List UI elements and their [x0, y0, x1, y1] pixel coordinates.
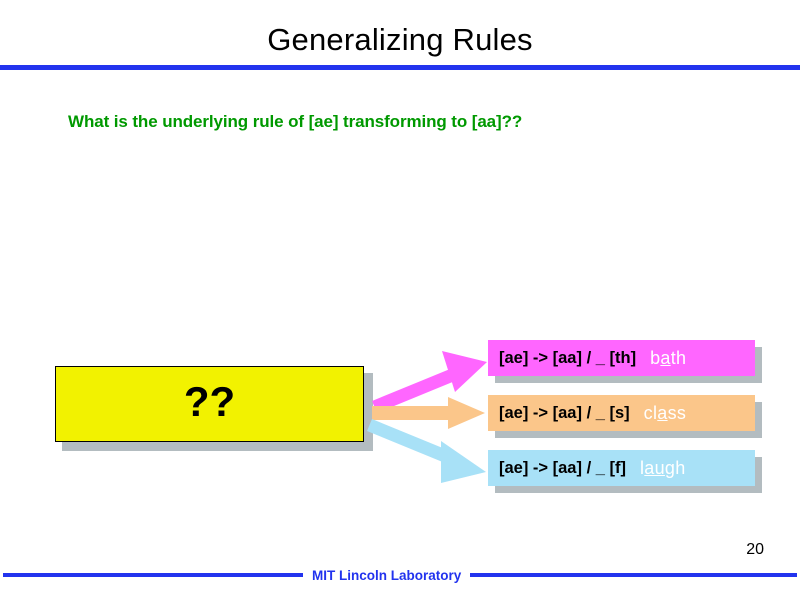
rule-box-3-example: laugh — [626, 458, 686, 479]
rule-box-2[interactable]: [ae] -> [aa] / _ [s] class — [488, 395, 762, 438]
rule-box-2-body[interactable]: [ae] -> [aa] / _ [s] class — [488, 395, 755, 431]
title-divider-line — [0, 65, 800, 70]
rule-box-3-body[interactable]: [ae] -> [aa] / _ [f] laugh — [488, 450, 755, 486]
rule-box-3-example-pre: l — [639, 457, 645, 478]
rule-box-1[interactable]: [ae] -> [aa] / _ [th] bath — [488, 340, 762, 383]
footer-line-right — [470, 573, 797, 577]
footer-label: MIT Lincoln Laboratory — [312, 567, 462, 583]
rule-box-2-example: class — [630, 403, 687, 424]
unknown-box[interactable]: ?? — [55, 366, 364, 442]
rule-box-3-example-mid: au — [644, 457, 665, 478]
arrow-to-rule-1-icon — [372, 351, 487, 413]
unknown-box-label: ?? — [183, 378, 236, 425]
rule-box-2-example-pre: cl — [643, 402, 658, 423]
rule-box-1-example-post: th — [670, 347, 687, 368]
rule-box-3[interactable]: [ae] -> [aa] / _ [f] laugh — [488, 450, 762, 493]
rule-box-1-example-pre: b — [650, 347, 661, 368]
footer: MIT Lincoln Laboratory — [0, 565, 800, 585]
question-text: What is the underlying rule of [ae] tran… — [68, 112, 523, 131]
rule-box-1-example-mid: a — [660, 347, 671, 368]
arrow-to-rule-3-icon — [367, 419, 486, 483]
rule-box-2-example-post: ss — [667, 402, 687, 423]
rule-box-3-example-post: gh — [664, 457, 686, 478]
page-title: Generalizing Rules — [267, 22, 533, 57]
arrow-to-rule-2-icon — [372, 397, 485, 429]
rule-box-3-rule: [ae] -> [aa] / _ [f] — [499, 458, 626, 477]
rule-box-1-example: bath — [636, 348, 686, 369]
rule-box-2-example-mid: a — [657, 402, 668, 423]
rule-box-2-rule: [ae] -> [aa] / _ [s] — [499, 403, 630, 422]
page-number: 20 — [746, 541, 764, 558]
rule-box-1-body[interactable]: [ae] -> [aa] / _ [th] bath — [488, 340, 755, 376]
footer-line-left — [3, 573, 303, 577]
rule-box-1-rule: [ae] -> [aa] / _ [th] — [499, 348, 637, 367]
